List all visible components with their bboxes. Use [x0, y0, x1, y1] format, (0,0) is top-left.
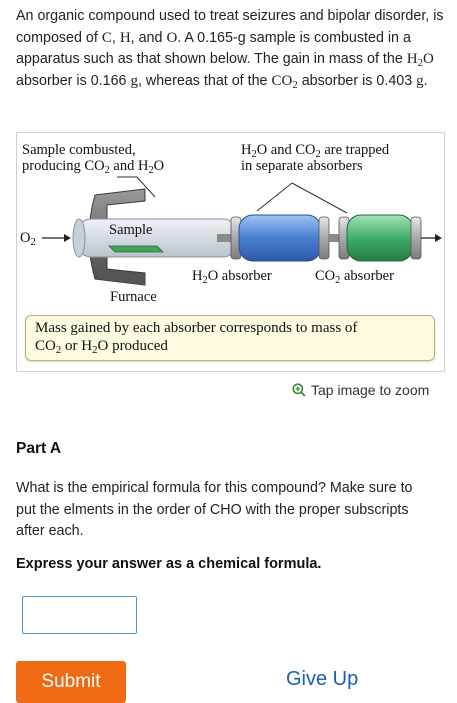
furnace-lip	[97, 271, 145, 285]
figure-text: H	[192, 268, 203, 284]
problem-intro: An organic compound used to treat seizur…	[16, 6, 446, 92]
submit-button[interactable]: Submit	[16, 661, 126, 703]
part-title: Part A	[16, 440, 62, 457]
tube-end	[72, 218, 86, 258]
intro-text: absorber is 0.403	[297, 72, 417, 89]
connector	[329, 234, 339, 242]
unit-g: g	[130, 72, 138, 89]
intro-text: , and	[130, 29, 167, 46]
figure-text: absorber	[340, 268, 394, 284]
intro-text: An organic compound used to treat seizur…	[16, 8, 444, 46]
label-sample-combusted: Sample combusted,producing CO2 and H2O	[22, 142, 165, 177]
figure-subscript: 2	[55, 343, 62, 356]
label-o2: O2	[20, 230, 36, 249]
figure-text: Mass gained by each absorber corresponds…	[35, 320, 358, 336]
question-text: What is the empirical formula for this c…	[16, 480, 413, 539]
label-h2o-absorber: H2O absorber	[192, 268, 272, 287]
figure-subscript: 2	[92, 343, 98, 356]
zoom-label[interactable]: Tap image to zoom	[311, 382, 430, 398]
element-o: O	[166, 29, 178, 46]
formula-co2: CO2	[271, 72, 298, 91]
figure-text: Sample combusted,	[22, 142, 136, 158]
zoom-in-icon	[292, 383, 306, 397]
figure-text: producing CO	[22, 158, 105, 174]
figure-subscript: 2	[148, 165, 154, 177]
absorber-cap	[410, 216, 422, 260]
pointer-line	[117, 176, 156, 198]
formula-subscript: 2	[417, 57, 424, 70]
intro-text: , whereas that of the	[137, 72, 272, 89]
intro-text: absorber is 0.166	[16, 72, 131, 89]
element-h: H	[119, 29, 131, 46]
h2o-absorber-tube	[238, 214, 322, 262]
intro-text: .	[423, 72, 428, 89]
apparatus-drawing	[42, 176, 442, 286]
combustion-apparatus-figure[interactable]: Sample combusted,producing CO2 and H2O H…	[16, 132, 445, 372]
figure-subscript: 2	[104, 165, 110, 177]
answer-instruction: Express your answer as a chemical formul…	[16, 556, 322, 572]
figure-text: are trapped	[320, 142, 390, 158]
pointer-line	[256, 182, 293, 212]
arrow-head	[435, 234, 442, 242]
element-c: C	[101, 29, 112, 46]
formula-part: CO	[271, 72, 293, 89]
figure-text: O	[153, 158, 165, 174]
label-co2-absorber: CO2 absorber	[315, 268, 394, 287]
figure-text: H	[241, 142, 252, 158]
connector	[217, 234, 231, 242]
figure-caption: Mass gained by each absorber corresponds…	[35, 320, 357, 355]
figure-subscript: 2	[202, 275, 208, 287]
intro-text: ,	[111, 29, 120, 46]
formula-part: O	[423, 51, 434, 67]
give-up-link[interactable]: Give Up	[286, 668, 359, 690]
figure-subscript: 2	[335, 275, 341, 287]
sample-boat	[108, 245, 164, 253]
label-furnace: Furnace	[110, 289, 157, 305]
figure-text: O and CO	[256, 142, 316, 158]
figure-subscript: 2	[30, 237, 36, 249]
figure-subscript: 2	[251, 149, 257, 161]
unit-g: g	[416, 72, 424, 89]
absorber-cap	[318, 216, 330, 260]
figure-text: O absorber	[207, 268, 272, 284]
figure-caption-box: Mass gained by each absorber corresponds…	[25, 315, 435, 361]
figure-text: CO	[315, 268, 336, 284]
tap-to-zoom[interactable]: Tap image to zoom	[292, 382, 429, 398]
intro-text: . A 0.165-g sample is combusted in a app…	[16, 29, 411, 68]
figure-text: in separate absorbers	[241, 158, 363, 174]
formula-h2o: H2O	[406, 51, 434, 70]
furnace-body	[88, 188, 146, 286]
formula-part: H	[406, 51, 418, 67]
label-sample: Sample	[109, 222, 153, 238]
figure-text: and H	[109, 158, 149, 174]
pointer-line	[291, 182, 348, 214]
figure-text: O produced	[97, 337, 168, 354]
co2-absorber-tube	[346, 214, 414, 262]
figure-text: or H	[61, 337, 93, 354]
figure-text: O	[20, 230, 31, 246]
formula-answer-input[interactable]	[22, 596, 137, 634]
figure-subscript: 2	[315, 149, 321, 161]
figure-text: CO	[35, 337, 56, 354]
formula-subscript: 2	[292, 78, 298, 91]
arrow-head	[64, 234, 71, 242]
